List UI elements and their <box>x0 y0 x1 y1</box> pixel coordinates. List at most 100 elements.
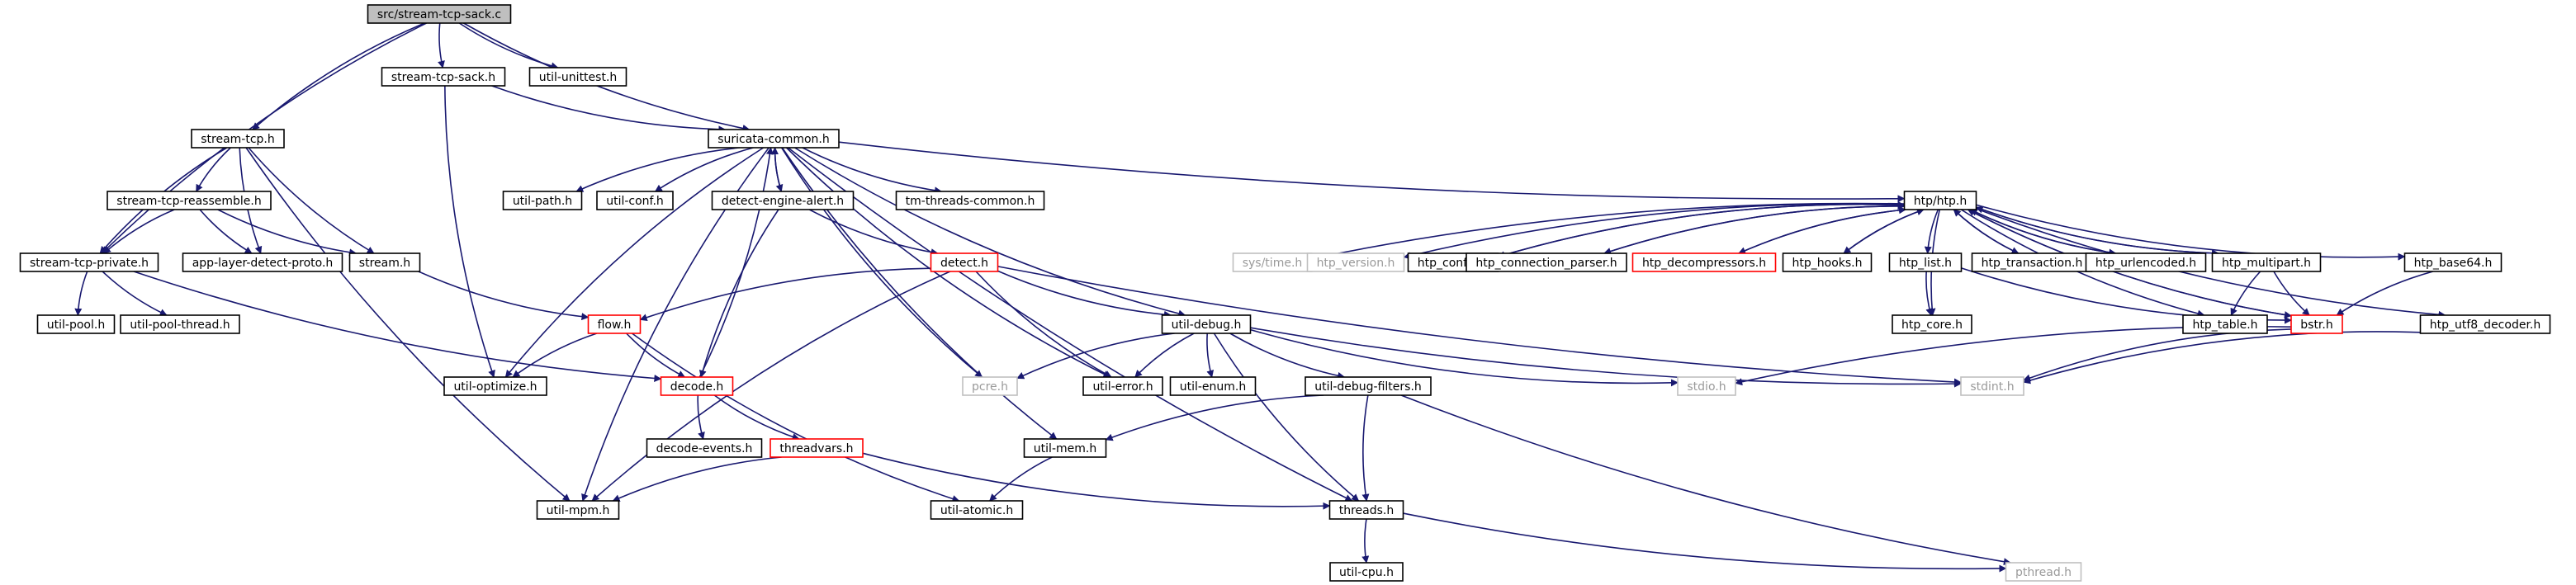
edge-htp_h-to-htp_list_h <box>1924 209 1939 254</box>
edge-stream_tcp_reassemble_h-to-stream_h <box>217 209 358 257</box>
node-root[interactable]: src/stream-tcp-sack.c <box>367 4 512 24</box>
node-stream-tcp-private-h[interactable]: stream-tcp-private.h <box>19 252 159 272</box>
node-label: stream-tcp-private.h <box>30 257 149 270</box>
node-box <box>646 438 763 458</box>
node-box <box>107 191 272 210</box>
node-label: util-enum.h <box>1180 380 1247 394</box>
node-pthread-h[interactable]: pthread.h <box>2005 562 2082 582</box>
node-htp-transaction-h[interactable]: htp_transaction.h <box>1971 252 2093 272</box>
node-htp-connection-parser-h[interactable]: htp_connection_parser.h <box>1466 252 1627 272</box>
node-bstr-h[interactable]: bstr.h <box>2290 314 2343 334</box>
node-label: stream-tcp-sack.h <box>391 71 495 84</box>
node-htp-hooks-h[interactable]: htp_hooks.h <box>1782 252 1873 272</box>
node-tm-threads-common-h[interactable]: tm-threads-common.h <box>895 191 1045 210</box>
node-detect-h[interactable]: detect.h <box>930 252 999 272</box>
node-util-debug-h[interactable]: util-debug.h <box>1161 314 1252 334</box>
node-util-cpu-h[interactable]: util-cpu.h <box>1329 562 1404 582</box>
node-threadvars-h[interactable]: threadvars.h <box>769 438 864 458</box>
node-suricata-common-h[interactable]: suricata-common.h <box>708 129 840 149</box>
node-util-conf-h[interactable]: util-conf.h <box>596 191 674 210</box>
node-util-error-h[interactable]: util-error.h <box>1082 376 1163 396</box>
node-label: util-unittest.h <box>539 71 618 84</box>
node-decode-events-h[interactable]: decode-events.h <box>646 438 763 458</box>
node-box <box>367 4 512 24</box>
edge-stream_tcp_sack_h-to-suricata_common_h <box>491 85 727 134</box>
node-util-atomic-h[interactable]: util-atomic.h <box>930 500 1024 520</box>
node-box <box>1892 314 1972 334</box>
node-box <box>1677 376 1736 396</box>
node-htp-urlencoded-h[interactable]: htp_urlencoded.h <box>2085 252 2207 272</box>
node-label: util-mpm.h <box>547 504 610 517</box>
node-label: pcre.h <box>972 380 1008 394</box>
node-detect-engine-alert-h[interactable]: detect-engine-alert.h <box>711 191 855 210</box>
node-util-pool-thread-h[interactable]: util-pool-thread.h <box>120 314 240 334</box>
node-util-mem-h[interactable]: util-mem.h <box>1023 438 1107 458</box>
node-box <box>1631 252 1777 272</box>
node-sys-time-h[interactable]: sys/time.h <box>1232 252 1313 272</box>
node-label: src/stream-tcp-sack.c <box>377 8 501 21</box>
edge-util_debug_filters_h-to-util_mem_h <box>1105 394 1324 441</box>
node-label: htp_utf8_decoder.h <box>2430 318 2541 332</box>
node-htp-version-h[interactable]: htp_version.h <box>1306 252 1405 272</box>
node-stream-tcp-sack-h[interactable]: stream-tcp-sack.h <box>381 67 506 87</box>
edge-detect_h-to-util_debug_h <box>997 270 1172 318</box>
node-flow-h[interactable]: flow.h <box>587 314 642 334</box>
node-label: stream-tcp-reassemble.h <box>116 195 261 208</box>
edge-htp_h-to-htp_urlencoded_h <box>1970 209 2117 257</box>
node-htp-table-h[interactable]: htp_table.h <box>2182 314 2268 334</box>
edge-htp_h-to-sys_time_h <box>1310 202 1905 262</box>
node-htp-utf8-decoder-h[interactable]: htp_utf8_decoder.h <box>2419 314 2551 334</box>
edge-htp_h-to-htp_base64_h <box>1976 204 2406 261</box>
node-label: htp/htp.h <box>1914 195 1968 208</box>
node-decode-h[interactable]: decode.h <box>660 376 734 396</box>
node-util-unittest-h[interactable]: util-unittest.h <box>528 67 627 87</box>
node-label: flow.h <box>598 318 632 332</box>
node-label: util-error.h <box>1092 380 1153 394</box>
node-label: htp_hooks.h <box>1792 257 1863 270</box>
node-htp-core-h[interactable]: htp_core.h <box>1892 314 1972 334</box>
edge-stream_tcp_private_h-to-decode_h <box>133 271 662 382</box>
node-util-enum-h[interactable]: util-enum.h <box>1169 376 1257 396</box>
edge-htp_hooks_h-to-htp_h <box>1843 208 1925 254</box>
node-htp-list-h[interactable]: htp_list.h <box>1888 252 1963 272</box>
node-box <box>1782 252 1873 272</box>
node-threads-h[interactable]: threads.h <box>1328 500 1404 520</box>
node-box <box>1169 376 1257 396</box>
node-box <box>930 500 1024 520</box>
edge-suricata_common_h-to-threads_h <box>788 147 1353 502</box>
node-stream-tcp-reassemble-h[interactable]: stream-tcp-reassemble.h <box>107 191 272 210</box>
edge-stream_tcp_private_h-to-util_pool_thread_h <box>102 271 168 316</box>
node-stdint-h[interactable]: stdint.h <box>1960 376 2024 396</box>
node-label: threadvars.h <box>779 442 853 455</box>
edge-stream_tcp_sack_h-to-util_optimize_h <box>444 85 495 378</box>
node-box <box>2005 562 2082 582</box>
edge-detect_h-to-util_error_h <box>975 271 1112 378</box>
edge-suricata_common_h-to-htp_h <box>838 141 1906 203</box>
node-stream-tcp-h[interactable]: stream-tcp.h <box>191 129 285 149</box>
node-label: detect.h <box>940 257 988 270</box>
node-util-optimize-h[interactable]: util-optimize.h <box>443 376 547 396</box>
nodes-layer: src/stream-tcp-sack.c stream-tcp-sack.h ut… <box>19 4 2551 582</box>
edge-suricata_common_h-to-tm_threads_common_h <box>802 147 942 195</box>
node-label: stream-tcp.h <box>201 133 275 146</box>
node-htp-base64-h[interactable]: htp_base64.h <box>2403 252 2503 272</box>
node-app-layer-detect-proto-h[interactable]: app-layer-detect-proto.h <box>182 252 343 272</box>
node-util-pool-h[interactable]: util-pool.h <box>36 314 116 334</box>
node-pcre-h[interactable]: pcre.h <box>962 376 1018 396</box>
node-label: htp_connection_parser.h <box>1475 257 1617 270</box>
node-htp-h[interactable]: htp/htp.h <box>1903 191 1977 210</box>
node-util-path-h[interactable]: util-path.h <box>502 191 583 210</box>
edge-util_mem_h-to-util_atomic_h <box>989 456 1053 502</box>
node-util-mpm-h[interactable]: util-mpm.h <box>536 500 620 520</box>
node-stream-h[interactable]: stream.h <box>348 252 421 272</box>
node-stdio-h[interactable]: stdio.h <box>1677 376 1736 396</box>
node-box <box>536 500 620 520</box>
edge-detect_h-to-util_mpm_h <box>591 271 951 502</box>
node-util-debug-filters-h[interactable]: util-debug-filters.h <box>1305 376 1432 396</box>
node-box <box>1960 376 2024 396</box>
edge-decode_h-to-decode_events_h <box>697 394 705 440</box>
edge-util_debug_h-to-pcre_h <box>1016 333 1175 380</box>
node-htp-decompressors-h[interactable]: htp_decompressors.h <box>1631 252 1777 272</box>
node-htp-multipart-h[interactable]: htp_multipart.h <box>2211 252 2322 272</box>
edge-threadvars_h-to-threads_h <box>862 452 1331 510</box>
